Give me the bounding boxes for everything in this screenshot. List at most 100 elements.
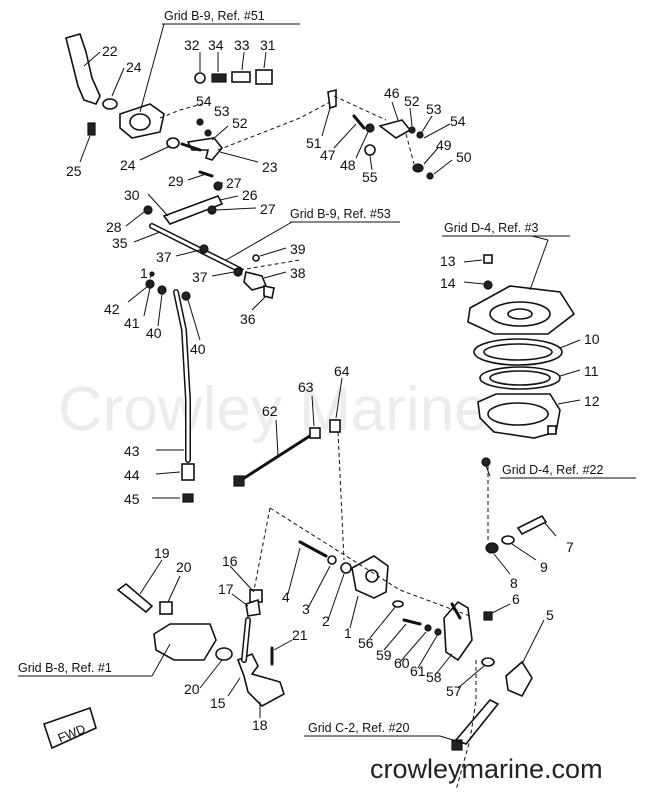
part-55-shape [364,144,376,156]
callout-21: 21 [292,627,308,643]
callout-59: 59 [376,647,392,663]
part-40-lower-shape [181,291,191,301]
part-36-shape [263,285,275,299]
part-27-lower-shape [207,205,217,215]
callout-9: 9 [540,559,548,575]
part-7-bolt-shape [516,514,548,536]
footer-site-name: crowleymarine.com [370,754,603,784]
callout-22: 22 [102,43,118,59]
part-49-shape [412,163,424,173]
part-35-shaft-inner [150,224,242,272]
dash-lever-to-51 [217,101,331,151]
part-26-link-shape [162,195,224,225]
callout-36: 36 [240,311,256,327]
callout-35: 35 [112,235,128,251]
part-23-lever-shape [186,137,224,161]
dash-51-to-46 [333,95,387,121]
part-63-shape [309,427,321,439]
callout-1-top: 1 [140,265,148,281]
callout-30: 30 [124,187,140,203]
part-27-upper-shape [213,181,223,191]
part-13-shape [483,254,493,264]
dash-left-bolt [253,507,271,591]
cover-d4-ref3-center [507,308,533,320]
callout-45: 45 [124,491,140,507]
part-50-shape [426,172,434,180]
callout-51: 51 [306,135,322,151]
callout-12: 12 [584,393,600,409]
callout-54-left: 54 [196,93,212,109]
part-33-spring-shape [231,71,251,83]
cable-c2-end-shape [451,739,463,751]
callout-17: 17 [218,581,234,597]
part-5-cable-end-shape [505,660,533,698]
part-56-shape [392,600,404,608]
part-24-lower-washer-shape [166,137,180,149]
callout-54-right: 54 [450,113,466,129]
part-62-end-shape [233,475,245,487]
callout-52-right: 52 [404,93,420,109]
part-34-shape [211,73,227,83]
callout-56: 56 [358,635,374,651]
part-23-arm-line [180,142,202,152]
callout-27-lower: 27 [260,201,276,217]
callout-26: 26 [242,187,258,203]
cable-c2-ref20-shape [454,699,500,745]
callout-11: 11 [584,363,599,379]
callout-32: 32 [184,37,200,53]
part-6-shape [483,611,493,621]
callout-18: 18 [252,717,268,733]
part-53-shape [204,129,212,137]
d4-ref22-screw-shape [481,457,491,467]
callout-24-bottom: 24 [120,157,136,173]
dash-bottom-diag [269,507,471,617]
part-61-shape [434,628,442,636]
callout-37-upper: 37 [156,249,172,265]
callout-40-right: 40 [190,341,206,357]
callout-34: 34 [208,37,224,53]
gridref-c2-20: Grid C-2, Ref. #20 [308,721,409,735]
part-64-shape [329,419,341,433]
part-20-upper-shape [159,601,173,615]
part-14-shape [483,280,493,290]
part-15-shaft-inner [242,618,250,662]
bracket-b8-ref1-shape [153,623,217,661]
callout-49: 49 [436,137,452,153]
callout-62: 62 [262,403,278,419]
part-3-shape [327,555,337,565]
callout-42: 42 [104,301,120,317]
part-58-lever-shape [443,600,473,662]
callout-31: 31 [260,37,276,53]
part-25-bolt-shape [87,122,96,136]
callout-38: 38 [290,265,306,281]
part-cam-hub-shape [129,113,151,131]
part-53-right-shape [416,131,424,139]
part-20-lower-shape [215,647,233,661]
part-4-bolt-line [298,540,328,558]
fwd-arrow-shape [42,706,97,750]
callout-47: 47 [320,147,336,163]
callout-24-top: 24 [126,59,142,75]
part-37-lower-shape [233,267,243,277]
dash-cable [455,660,477,791]
dash-46-to-49 [405,133,415,165]
callout-23: 23 [262,159,278,175]
callout-63: 63 [298,379,314,395]
callout-25: 25 [66,163,82,179]
callout-44: 44 [124,467,140,483]
callout-53-right: 53 [426,101,442,117]
callout-16: 16 [222,553,238,569]
part-48-shape [365,123,375,133]
part-17-shape [245,598,261,617]
part-43-rod-inner [174,290,190,462]
callout-37-lower: 37 [192,269,208,285]
part-22-shape [65,33,101,105]
callout-50: 50 [456,149,472,165]
part-39-shape [252,254,260,262]
callout-39: 39 [290,241,306,257]
callout-46: 46 [384,85,400,101]
callout-28: 28 [106,219,122,235]
callout-20-lower: 20 [184,681,200,697]
callout-1-bottom: 1 [344,625,352,641]
